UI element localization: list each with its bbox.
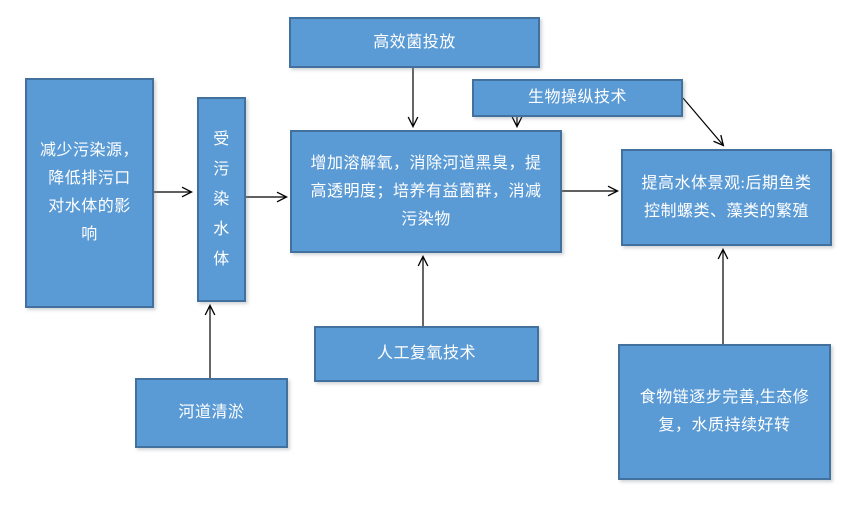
node-food-chain: 食物链逐步完善,生态修 复，水质持续好转 bbox=[618, 344, 831, 480]
node-river-dredging: 河道清淤 bbox=[135, 378, 288, 448]
node-river-dredging-label: 河道清淤 bbox=[178, 404, 245, 421]
node-reduce-pollution: 减少污染源， 降低排污口 对水体的影 响 bbox=[25, 78, 154, 308]
node-water-improvement-label: 增加溶解氧，消除河道黑臭，提 高透明度；培养有益菌群，消减 污染物 bbox=[310, 154, 542, 228]
node-water-landscape: 提高水体景观:后期鱼类 控制螺类、藻类的繁殖 bbox=[621, 149, 832, 246]
arrow-bio-to-landscape bbox=[682, 97, 723, 145]
node-aeration-tech-label: 人工复氧技术 bbox=[376, 345, 476, 362]
node-bio-manipulation: 生物操纵技术 bbox=[472, 79, 683, 117]
node-bacteria-dosing: 高效菌投放 bbox=[289, 17, 540, 68]
node-polluted-water-label: 受 污 染 水 体 bbox=[213, 130, 230, 268]
node-polluted-water: 受 污 染 水 体 bbox=[197, 97, 246, 302]
node-water-landscape-label: 提高水体景观:后期鱼类 控制螺类、藻类的繁殖 bbox=[641, 174, 812, 220]
node-food-chain-label: 食物链逐步完善,生态修 复，水质持续好转 bbox=[639, 389, 810, 434]
node-bacteria-dosing-label: 高效菌投放 bbox=[373, 33, 456, 51]
node-reduce-pollution-label: 减少污染源， 降低排污口 对水体的影 响 bbox=[39, 142, 139, 243]
node-bio-manipulation-label: 生物操纵技术 bbox=[527, 89, 627, 106]
node-water-improvement: 增加溶解氧，消除河道黑臭，提 高透明度；培养有益菌群，消减 污染物 bbox=[290, 130, 562, 253]
node-aeration-tech: 人工复氧技术 bbox=[314, 326, 539, 382]
